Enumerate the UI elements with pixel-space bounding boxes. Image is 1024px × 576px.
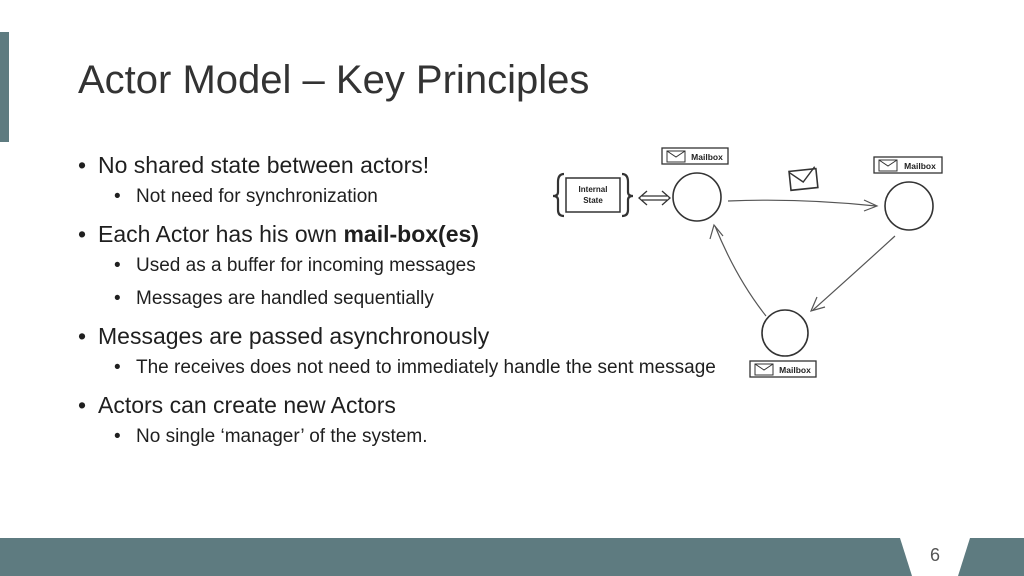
sub-bullet-text: No single ‘manager’ of the system.	[136, 426, 428, 447]
slide-title: Actor Model – Key Principles	[78, 58, 590, 102]
actor-circle	[884, 181, 934, 231]
mailbox-label: Mailbox	[904, 161, 936, 171]
sub-bullet-item: • No single ‘manager’ of the system.	[78, 420, 878, 453]
bullet-dot-icon: •	[78, 323, 87, 349]
bullet-text-prefix: Each Actor has his own	[98, 221, 344, 247]
sub-bullet-text: Used as a buffer for incoming messages	[136, 255, 476, 276]
sub-bullet-item: • Not need for synchronization	[78, 180, 878, 213]
sub-bullet-item: • Used as a buffer for incoming messages	[78, 249, 878, 282]
message-arrow	[809, 235, 896, 312]
bullet-item: • No shared state between actors!	[78, 150, 878, 180]
page-number: 6	[929, 545, 940, 565]
bullet-text: No shared state between actors!	[98, 152, 430, 178]
internal-state-label: Internal	[579, 185, 608, 194]
message-arrow	[709, 223, 767, 317]
left-accent-bar	[0, 32, 9, 142]
mailbox-icon: Mailbox	[749, 360, 817, 378]
bullet-text: Actors can create new Actors	[98, 392, 396, 418]
internal-state-label: State	[583, 196, 603, 205]
bullet-item: • Each Actor has his own mail-box(es)	[78, 219, 878, 249]
bullet-text: Messages are passed asynchronously	[98, 323, 490, 349]
bullet-dot-icon: •	[114, 357, 121, 378]
envelope-icon	[788, 166, 819, 192]
actor-diagram: Internal State Mailbox Mailbox Mailbox	[552, 147, 943, 378]
bullet-dot-icon: •	[78, 221, 87, 247]
internal-state-box: Internal State	[552, 172, 634, 218]
bullet-item: • Messages are passed asynchronously	[78, 321, 878, 351]
mailbox-label: Mailbox	[779, 365, 811, 375]
bullet-list: • No shared state between actors! • Not …	[78, 150, 878, 453]
mailbox-icon: Mailbox	[661, 147, 729, 165]
sub-bullet-text: Not need for synchronization	[136, 186, 378, 207]
sub-bullet-text: Messages are handled sequentially	[136, 288, 434, 309]
sub-bullet-text: The receives does not need to immediatel…	[136, 357, 716, 378]
bullet-dot-icon: •	[78, 152, 87, 178]
actor-circle	[761, 309, 809, 357]
bullet-text-bold: mail-box(es)	[343, 221, 479, 247]
bullet-dot-icon: •	[114, 255, 121, 276]
mailbox-label: Mailbox	[691, 152, 723, 162]
bullet-dot-icon: •	[114, 288, 121, 309]
bullet-item: • Actors can create new Actors	[78, 390, 878, 420]
double-arrow-icon	[638, 190, 671, 206]
page-number-notch	[900, 538, 970, 576]
footer-bar	[0, 538, 1024, 576]
sub-bullet-item: • Messages are handled sequentially	[78, 282, 878, 315]
mailbox-icon: Mailbox	[873, 156, 943, 174]
actor-circle	[672, 172, 722, 222]
message-arrow	[727, 199, 879, 212]
bullet-dot-icon: •	[114, 426, 121, 447]
bullet-dot-icon: •	[114, 186, 121, 207]
bullet-dot-icon: •	[78, 392, 87, 418]
sub-bullet-item: • The receives does not need to immediat…	[78, 351, 878, 384]
